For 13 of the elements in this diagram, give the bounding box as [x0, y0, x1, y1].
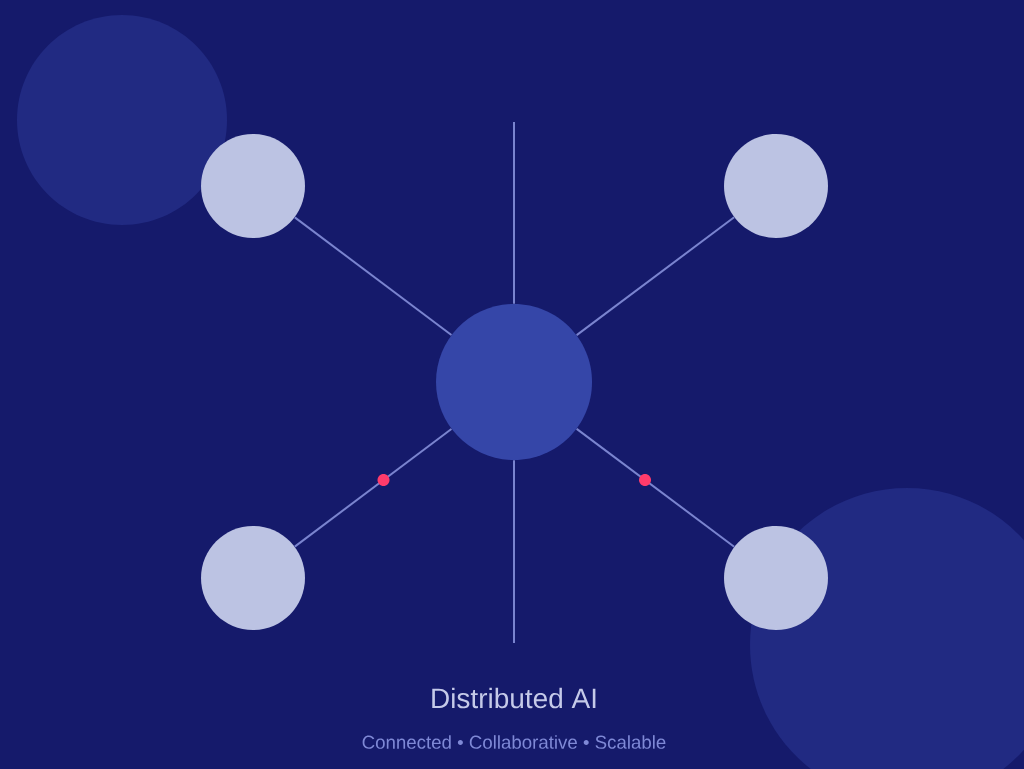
- subtitle: Connected • Collaborative • Scalable: [362, 735, 666, 749]
- circle-node: [201, 526, 305, 630]
- connector-line: [575, 216, 736, 337]
- title: Distributed AI: [432, 687, 596, 709]
- circle-node: [724, 526, 828, 630]
- circle-node: [201, 134, 305, 238]
- connector-line: [513, 459, 515, 644]
- connector-line: [293, 216, 453, 336]
- circle-node: [724, 134, 828, 238]
- hub-node: [436, 304, 592, 460]
- connector-line: [293, 428, 453, 548]
- connector-line: [513, 121, 515, 305]
- connector-line: [575, 427, 736, 548]
